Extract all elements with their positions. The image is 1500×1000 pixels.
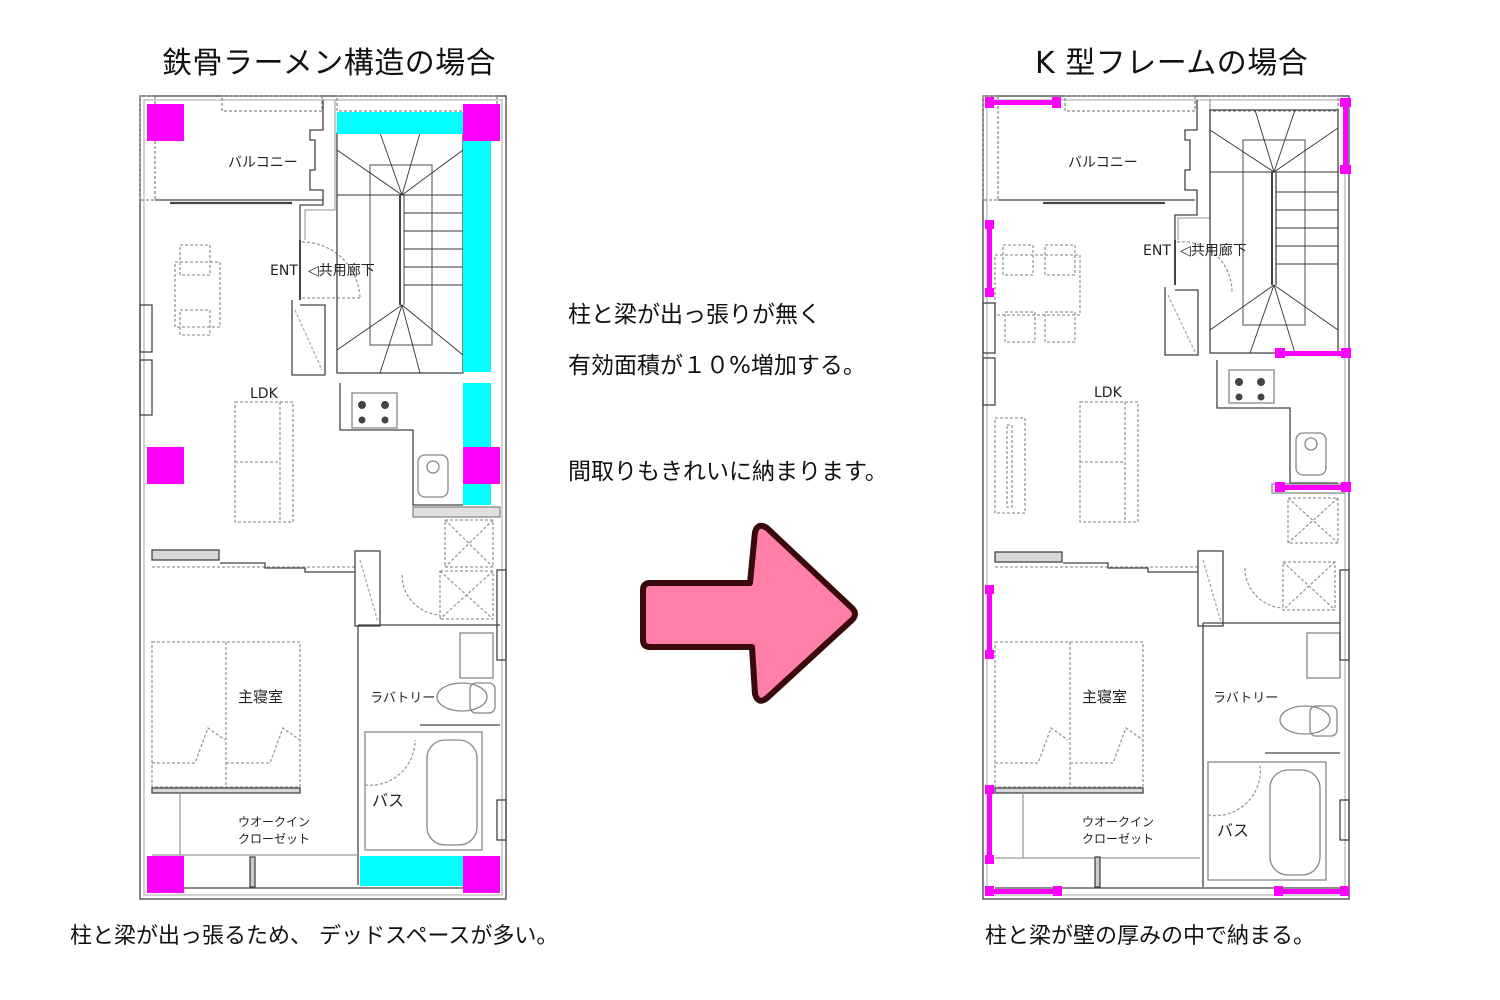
column-mid-left — [147, 447, 184, 484]
beam-right-lower — [463, 383, 491, 505]
column-bottom-right — [463, 856, 500, 893]
left-columns — [147, 104, 500, 893]
left-ldk-label: LDK — [250, 386, 279, 402]
kframe-left-middle — [985, 585, 994, 659]
left-walkin-label-2: クローゼット — [238, 832, 310, 846]
beam-top — [337, 112, 465, 134]
right-corridor-label: ◁共用廊下 — [1180, 242, 1247, 259]
right-walkin-label-1: ウオークイン — [1082, 815, 1154, 829]
column-top-left — [147, 104, 184, 141]
right-master-bedroom-label: 主寝室 — [1082, 688, 1127, 706]
left-balcony-label: バルコニー — [228, 155, 298, 171]
right-plan-caption: 柱と梁が壁の厚みの中で納まる。 — [985, 924, 1316, 949]
kframe-stair-bottom — [1275, 348, 1351, 358]
left-plan-title: 鉄骨ラーメン構造の場合 — [162, 46, 497, 81]
right-floor-plan — [982, 95, 1350, 900]
kframe-kitchen — [1275, 482, 1351, 492]
right-balcony-label: バルコニー — [1068, 155, 1138, 171]
right-arrow-icon — [640, 522, 858, 704]
benefit-text-line-1: 柱と梁が出っ張りが無く — [568, 302, 821, 328]
left-beams — [337, 112, 491, 886]
right-ent-label: ENT — [1143, 243, 1171, 259]
kframe-left-lower — [985, 785, 994, 864]
beam-bottom — [360, 856, 463, 886]
left-ent-label: ENT — [270, 263, 298, 279]
left-bath-label: バス — [372, 791, 404, 810]
right-lavatory-label: ラバトリー — [1213, 691, 1278, 706]
left-lavatory-label: ラバトリー — [370, 691, 435, 706]
left-master-bedroom-label: 主寝室 — [238, 688, 283, 706]
kframe-bottom-left — [985, 886, 1062, 896]
left-corridor-label: ◁共用廊下 — [308, 262, 375, 279]
right-plan-title: K 型フレームの場合 — [1035, 46, 1309, 81]
beam-right-upper — [463, 134, 491, 372]
kframe-top-right — [1340, 98, 1351, 174]
benefit-text-line-2: 有効面積が１０%増加する。 — [568, 353, 866, 379]
kframe-bottom-right — [1274, 886, 1349, 896]
column-top-right — [463, 104, 500, 141]
right-k-frames — [985, 97, 1351, 896]
right-ldk-label: LDK — [1094, 385, 1123, 401]
right-bath-label: バス — [1217, 821, 1249, 840]
left-floor-plan — [139, 95, 507, 900]
right-walkin-label-2: クローゼット — [1082, 832, 1154, 846]
column-mid-right — [463, 447, 500, 484]
kframe-left-upper — [985, 220, 994, 297]
kframe-top-left — [985, 97, 1061, 108]
left-plan-caption: 柱と梁が出っ張るため、 デッドスペースが多い。 — [70, 924, 559, 949]
benefit-text-line-3: 間取りもきれいに納まります。 — [568, 459, 888, 485]
column-bottom-left — [147, 856, 184, 893]
left-walkin-label-1: ウオークイン — [238, 815, 310, 829]
